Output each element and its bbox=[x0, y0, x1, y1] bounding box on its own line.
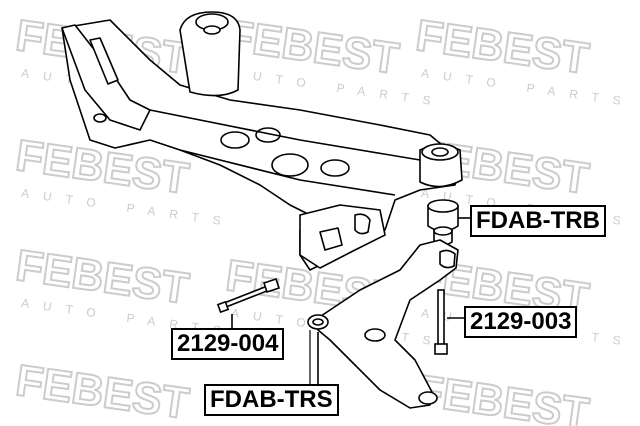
part-label-2129-003: 2129-003 bbox=[464, 306, 578, 338]
part-label-fdab-trs: FDAB-TRS bbox=[204, 384, 339, 416]
part-label-fdab-trb: FDAB-TRB bbox=[470, 205, 606, 237]
control-arm-drawing bbox=[307, 239, 459, 409]
watermark: FEBEST bbox=[12, 355, 193, 426]
part-label-2129-004: 2129-004 bbox=[171, 328, 285, 360]
svg-text:FEBEST: FEBEST bbox=[413, 366, 592, 426]
bolt-left-drawing bbox=[216, 277, 281, 332]
watermark: FEBEST bbox=[412, 365, 593, 426]
bolt-right-drawing bbox=[434, 289, 466, 355]
svg-text:FEBEST: FEBEST bbox=[13, 356, 192, 426]
subframe-drawing bbox=[61, 11, 463, 271]
watermark: FEBEST AUTO PARTS bbox=[12, 240, 235, 340]
bushing-rear-drawing bbox=[427, 199, 472, 246]
